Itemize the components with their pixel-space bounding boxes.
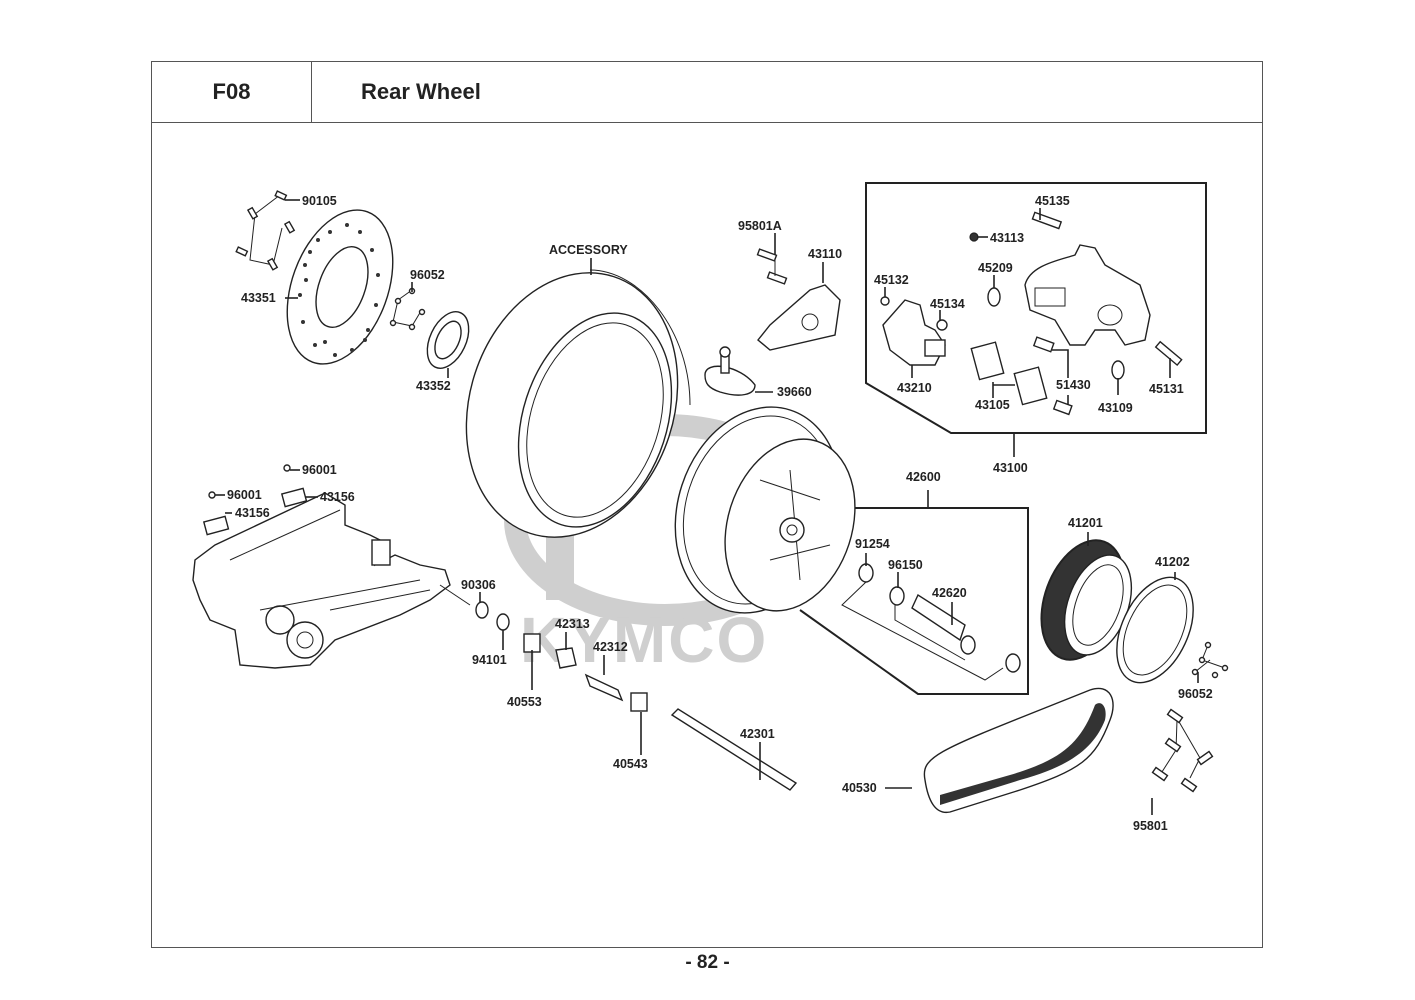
callout-41202: 41202 bbox=[1155, 555, 1190, 569]
leader-lines bbox=[215, 199, 1199, 815]
collar-42312 bbox=[584, 673, 624, 702]
collar-42313 bbox=[555, 647, 577, 669]
caliper-support bbox=[882, 299, 946, 366]
washer-94101 bbox=[496, 613, 510, 631]
bearing-link-line bbox=[894, 605, 966, 661]
callout-43113: 43113 bbox=[990, 231, 1024, 245]
section-title: Rear Wheel bbox=[361, 79, 481, 104]
callout-96052: 96052 bbox=[410, 268, 445, 282]
caliper-bracket bbox=[757, 284, 841, 351]
bolt-45131 bbox=[1154, 340, 1183, 367]
callout-43210: 43210 bbox=[897, 381, 932, 395]
callout-51430: 51430 bbox=[1056, 378, 1091, 392]
callout-96001-left: 96001 bbox=[227, 488, 262, 502]
callout-42600: 42600 bbox=[906, 470, 941, 484]
callout-94101: 94101 bbox=[472, 653, 507, 667]
axle-line bbox=[439, 584, 471, 606]
tire bbox=[465, 269, 691, 538]
caliper-body bbox=[1024, 244, 1151, 346]
group-box-43100 bbox=[865, 182, 1207, 434]
callout-42313: 42313 bbox=[555, 617, 590, 631]
drive-belt bbox=[923, 687, 1114, 814]
section-code: F08 bbox=[152, 62, 312, 122]
pulley-plate bbox=[426, 311, 470, 369]
callout-45131: 45131 bbox=[1149, 382, 1184, 396]
group-box-42600 bbox=[799, 507, 1029, 695]
callout-40553: 40553 bbox=[507, 695, 542, 709]
adjuster-40553 bbox=[523, 633, 541, 653]
rear-wheel-rim bbox=[674, 406, 856, 614]
bracket-bolts bbox=[756, 248, 788, 285]
collar-42620 bbox=[911, 593, 966, 642]
oil-seal-right bbox=[1005, 653, 1021, 673]
tpms-sensor bbox=[704, 346, 756, 396]
callout-96150: 96150 bbox=[888, 558, 923, 572]
callout-43156-right: 43156 bbox=[320, 490, 355, 504]
boot-45134 bbox=[936, 319, 948, 331]
seal-link-line bbox=[841, 581, 1004, 681]
section-header: F08 Rear Wheel bbox=[151, 61, 1263, 122]
part-callout-labels: 90105 43351 96052 43352 ACCESSORY 95801A… bbox=[227, 194, 1213, 833]
spring-43113 bbox=[969, 232, 979, 242]
bearing-right bbox=[960, 635, 976, 655]
callout-43110: 43110 bbox=[808, 247, 842, 261]
pad-spring-top bbox=[1032, 336, 1055, 353]
callout-43105: 43105 bbox=[975, 398, 1010, 412]
callout-45135: 45135 bbox=[1035, 194, 1070, 208]
pulley-ring-plate bbox=[1116, 576, 1194, 684]
nut-90306 bbox=[475, 601, 489, 619]
callout-42620: 42620 bbox=[932, 586, 967, 600]
callout-43352: 43352 bbox=[416, 379, 451, 393]
callout-43109: 43109 bbox=[1098, 401, 1133, 415]
callout-95801: 95801 bbox=[1133, 819, 1168, 833]
callout-42301: 42301 bbox=[740, 727, 775, 741]
callout-96052-bottom: 96052 bbox=[1178, 687, 1213, 701]
callout-43351: 43351 bbox=[241, 291, 276, 305]
axle-42301 bbox=[670, 708, 798, 791]
pulley-bolts-bottom bbox=[1191, 641, 1229, 679]
pulley-bolts-top bbox=[389, 287, 426, 331]
watermark-text: KYMCO bbox=[520, 604, 768, 676]
washer-43109 bbox=[1111, 360, 1125, 380]
callout-96001-top: 96001 bbox=[302, 463, 337, 477]
callout-45209: 45209 bbox=[978, 261, 1013, 275]
seal-45209 bbox=[987, 287, 1001, 307]
pad-spring-bottom bbox=[1052, 399, 1073, 416]
nut-45132 bbox=[880, 296, 890, 306]
swingarm bbox=[192, 492, 451, 669]
oil-seal-91254 bbox=[858, 563, 874, 583]
callout-90306: 90306 bbox=[461, 578, 496, 592]
brake-pads bbox=[970, 341, 1048, 406]
brake-disc bbox=[286, 209, 394, 365]
callout-90105: 90105 bbox=[302, 194, 337, 208]
callout-40543: 40543 bbox=[613, 757, 648, 771]
callout-43156-left: 43156 bbox=[235, 506, 270, 520]
swingarm-clamps bbox=[202, 464, 308, 536]
disc-bolts bbox=[235, 190, 296, 271]
callout-accessory: ACCESSORY bbox=[549, 243, 628, 257]
callout-91254: 91254 bbox=[855, 537, 890, 551]
callout-45134: 45134 bbox=[930, 297, 965, 311]
pin-45135 bbox=[1031, 211, 1063, 230]
page-number: - 82 - bbox=[685, 952, 730, 973]
adjuster-40543 bbox=[630, 692, 648, 712]
callout-40530: 40530 bbox=[842, 781, 877, 795]
belt-cover-bolts bbox=[1151, 708, 1214, 793]
callout-43100: 43100 bbox=[993, 461, 1028, 475]
diagram-frame bbox=[151, 122, 1263, 948]
driven-pulley bbox=[1040, 539, 1133, 661]
callout-42312: 42312 bbox=[593, 640, 628, 654]
callout-45132: 45132 bbox=[874, 273, 909, 287]
callout-39660: 39660 bbox=[777, 385, 812, 399]
callout-41201: 41201 bbox=[1068, 516, 1103, 530]
callout-95801a: 95801A bbox=[738, 219, 782, 233]
bearing-96150 bbox=[889, 586, 905, 606]
